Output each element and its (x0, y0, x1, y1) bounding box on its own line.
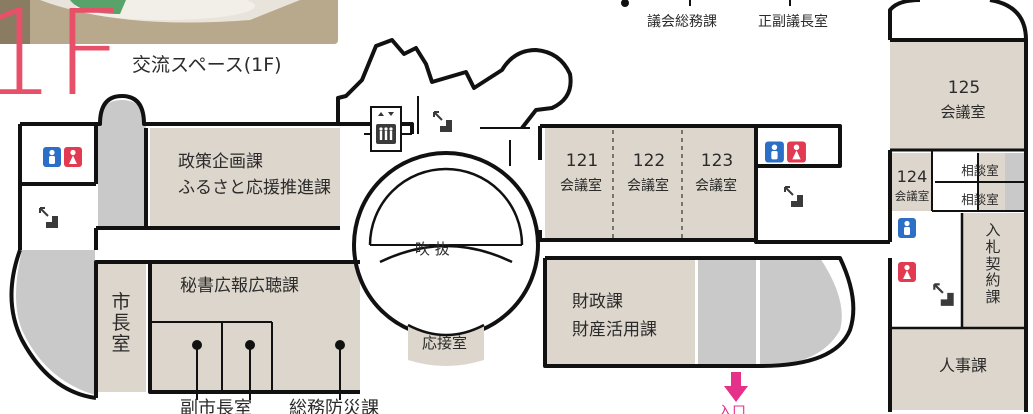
elevator-icon (370, 106, 402, 152)
left-lobby (16, 250, 95, 395)
photo-thumbnail (0, 0, 338, 44)
consult-room-2: 相談室 (961, 192, 999, 207)
finance-label-2: 財産活用課 (572, 320, 657, 340)
room-123-label: 会議室 (695, 178, 737, 194)
consult-room-1: 相談室 (961, 163, 999, 178)
room-122-label: 会議室 (627, 178, 669, 194)
vice-speaker-label: 正副議長室 (758, 14, 828, 30)
room-121-number: 121 (565, 151, 599, 171)
personnel-room (890, 328, 1026, 410)
room-124-number: 124 (896, 167, 928, 186)
photo-caption: 交流スペース(1F) (132, 54, 282, 76)
room-125-label: 会議室 (940, 103, 986, 121)
restroom-icon (43, 147, 82, 167)
stairs-icon (784, 186, 803, 207)
room-124-label: 会議室 (894, 189, 930, 203)
stairs-icon (433, 111, 452, 132)
room-125-number: 125 (947, 78, 981, 98)
policy-room-label-1: 政策企画課 (178, 152, 263, 172)
room-125 (890, 40, 1026, 150)
council-affairs-label: 議会総務課 (647, 14, 717, 30)
male-restroom-icon (898, 218, 916, 238)
floor-label: 1F (0, 0, 123, 122)
mayor-room-label: 市長室 (111, 291, 131, 355)
deputy-mayor-label: 副市長室 (180, 398, 252, 414)
secretary-room (150, 262, 360, 392)
stairs-icon (933, 283, 954, 306)
female-restroom-icon (898, 262, 916, 282)
mayor-room (96, 262, 146, 392)
finance-room (545, 258, 695, 366)
bidding-room-label: 入札契約課 (985, 221, 1001, 307)
room-123-number: 123 (700, 151, 734, 171)
secretary-room-label: 秘書広報広聴課 (180, 276, 299, 296)
room-122-number: 122 (632, 151, 666, 171)
reception-room-label: 応接室 (422, 334, 468, 352)
outside-markers (192, 0, 791, 400)
policy-room-label-2: ふるさと応援推進課 (178, 178, 331, 198)
walls (9, 0, 1028, 412)
stairs-icon (36, 204, 62, 230)
personnel-room-label: 人事課 (938, 356, 987, 375)
meeting-rooms-121-123 (545, 126, 755, 241)
room-121-label: 会議室 (560, 178, 602, 194)
restroom-icon (765, 141, 806, 163)
atrium-label: 吹 抜 (415, 240, 450, 258)
bidding-room (962, 213, 1026, 328)
policy-planning-room (150, 128, 340, 228)
down-arrow-icon (724, 372, 748, 402)
entrance-label: 入口 (718, 404, 746, 414)
general-affairs-label: 総務防災課 (289, 398, 379, 414)
finance-label-1: 財政課 (572, 292, 623, 312)
